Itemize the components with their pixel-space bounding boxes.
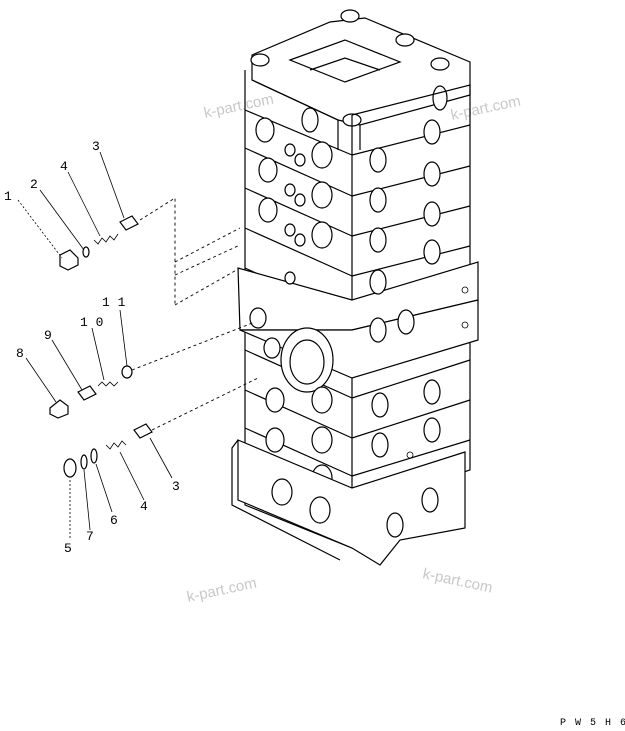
o-ring-part [82, 246, 90, 258]
callout-1: 1 [4, 189, 12, 204]
poppet-part-2 [133, 423, 153, 439]
spring-part-2 [97, 381, 119, 387]
plug-part [59, 249, 79, 271]
watermark: k-part.com [185, 575, 258, 606]
callout-3-lower: 3 [172, 479, 180, 494]
callout-7: 7 [86, 529, 94, 544]
seat-part [121, 365, 133, 379]
callout-8: 8 [16, 346, 24, 361]
assembly-lines [131, 197, 259, 431]
o-ring-part-2 [90, 448, 98, 464]
watermark: k-part.com [421, 565, 494, 596]
lower-relief-parts [63, 423, 153, 478]
callout-4: 4 [60, 159, 68, 174]
spring-part-3 [105, 440, 127, 450]
upper-relief-parts [59, 215, 139, 271]
callout-labels: 1 2 4 3 8 9 1 0 1 1 3 4 6 7 5 [4, 139, 180, 556]
spring-part [93, 233, 119, 245]
poppet-part [119, 215, 139, 231]
callout-4-lower: 4 [140, 499, 148, 514]
callout-11: 1 1 [102, 295, 126, 310]
middle-relief-parts [49, 365, 133, 419]
callout-9: 9 [44, 328, 52, 343]
callout-2: 2 [30, 177, 38, 192]
leader-lines [17, 151, 173, 538]
backup-ring-part [80, 454, 88, 470]
control-valve-assembly [231, 9, 479, 566]
adjuster-part [77, 385, 97, 401]
drawing-code: P W 5 H 6 8 2 [560, 718, 625, 729]
callout-5: 5 [64, 541, 72, 556]
callout-6: 6 [110, 513, 118, 528]
callout-10: 1 0 [80, 315, 103, 330]
callout-3: 3 [92, 139, 100, 154]
nut-part [49, 399, 69, 419]
plug-part-2 [63, 458, 77, 478]
watermark: k-part.com [202, 91, 275, 122]
